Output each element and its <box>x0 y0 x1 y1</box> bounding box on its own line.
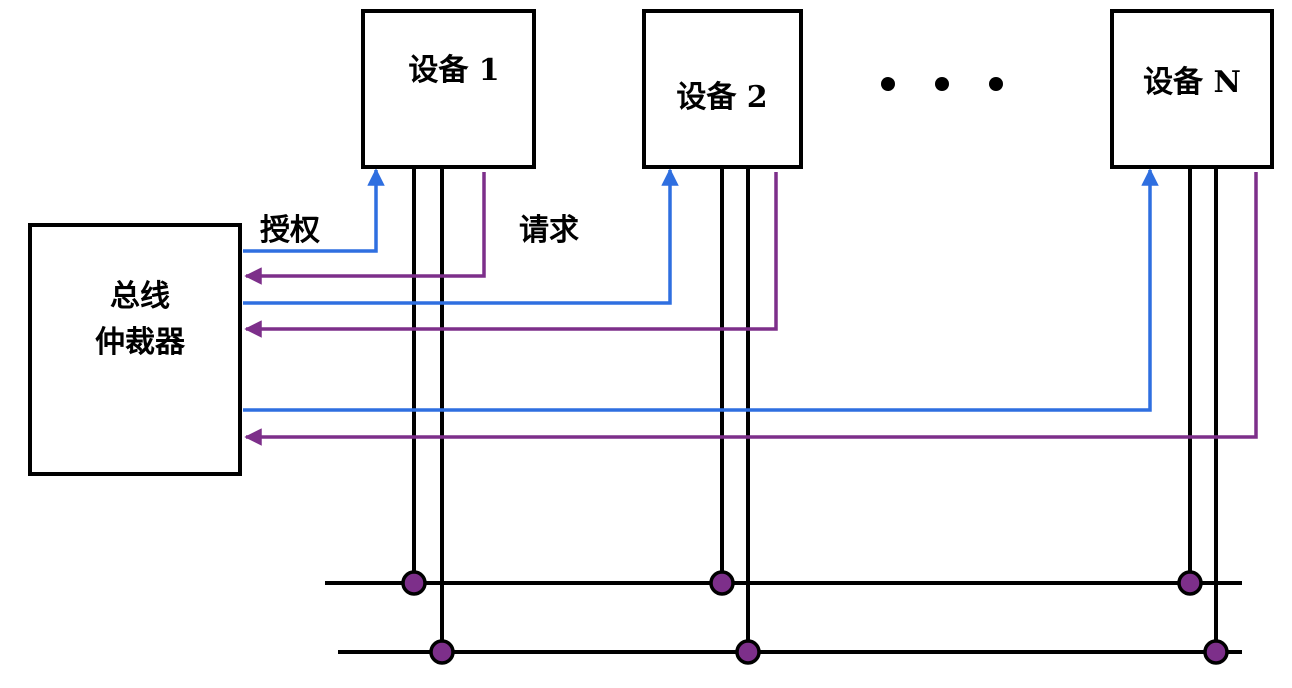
grant-line-device-n <box>243 168 1159 412</box>
request-line-device-n <box>244 172 1258 446</box>
device-n-label: 设备 N <box>1143 65 1241 100</box>
bus-node-device-1-a <box>401 570 427 596</box>
bus-arbiter-label-line1: 总线 <box>110 279 170 314</box>
ellipsis-dots <box>881 77 1003 91</box>
bus-node-device-2-b <box>735 639 761 665</box>
grant-line-device-2 <box>243 168 679 305</box>
ellipsis-dot-1 <box>881 77 895 91</box>
bus-arbiter-box <box>28 223 242 476</box>
bus-node-device-n-b <box>1203 639 1229 665</box>
bus-node-device-1-b <box>429 639 455 665</box>
device-2-box <box>642 9 803 169</box>
ellipsis-dot-2 <box>935 77 949 91</box>
bus-node-device-n-a <box>1177 570 1203 596</box>
grant-line-device-1 <box>243 168 385 253</box>
request-label: 请求 <box>519 213 579 248</box>
bus-arbiter-label-line2: 仲裁器 <box>95 325 186 360</box>
request-line-device-2 <box>244 172 778 338</box>
device-2-label: 设备 2 <box>676 80 767 115</box>
request-line-device-1 <box>244 172 486 285</box>
device-n-box <box>1110 9 1274 169</box>
bus-node-device-2-a <box>709 570 735 596</box>
device-1-label: 设备 1 <box>408 53 499 88</box>
grant-label: 授权 <box>260 213 320 248</box>
device-1-box <box>361 9 536 169</box>
ellipsis-dot-3 <box>989 77 1003 91</box>
